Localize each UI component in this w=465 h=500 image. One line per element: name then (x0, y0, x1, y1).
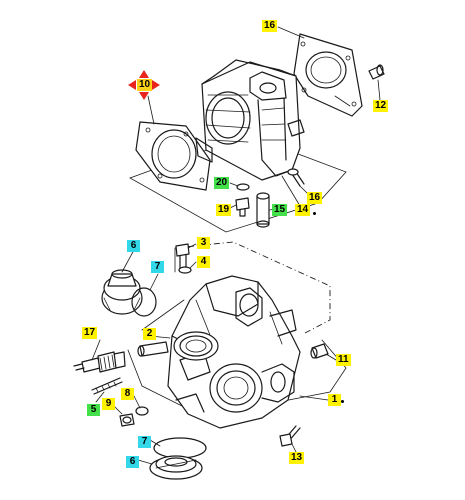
callout-16-head-gasket[interactable]: 16 (262, 20, 278, 32)
callout-16-stud-bolt[interactable]: 16 (307, 192, 323, 204)
callout-8-washer[interactable]: 8 (121, 388, 134, 400)
callout-19-bolt[interactable]: 19 (216, 204, 232, 216)
callout-1-crankcase[interactable]: 1 (328, 394, 341, 406)
piston-2 (173, 331, 219, 361)
pin-2 (137, 341, 169, 357)
callout-20-washer[interactable]: 20 (214, 177, 230, 189)
leader-lines-lower (91, 243, 337, 465)
bolt-3 (175, 243, 190, 269)
callout-6-oil-cap[interactable]: 6 (127, 240, 140, 252)
stud-bolt-16 (287, 168, 305, 187)
selection-marker-icon (128, 70, 160, 100)
sleeve-15 (256, 192, 270, 228)
callout-7-o-ring-bottom[interactable]: 7 (138, 436, 151, 448)
o-ring-7-bottom (153, 437, 207, 459)
callout-5-stud[interactable]: 5 (87, 404, 100, 416)
stud-5 (91, 377, 123, 395)
crankcase-body (167, 275, 301, 429)
callout-7-o-ring[interactable]: 7 (151, 261, 164, 273)
drain-cover-6 (149, 455, 203, 480)
cap-11 (310, 343, 329, 359)
callout-2-pin[interactable]: 2 (143, 328, 156, 340)
callout-17-spark-plug[interactable]: 17 (82, 327, 98, 339)
washer-20 (236, 183, 250, 191)
callout-3-bolt[interactable]: 3 (197, 237, 210, 249)
washer-4 (178, 266, 192, 274)
cylinder-body (201, 59, 305, 181)
callout-15-sleeve[interactable]: 15 (272, 204, 288, 216)
lower-assembly-boundary (174, 241, 331, 334)
reference-dot-lower (341, 400, 344, 403)
reference-dot-upper (313, 212, 316, 215)
callout-4-washer[interactable]: 4 (197, 256, 210, 268)
callout-14-dowel[interactable]: 14 (295, 204, 311, 216)
callout-9-nut[interactable]: 9 (102, 398, 115, 410)
callout-10-base-gasket[interactable]: 10 (137, 79, 153, 91)
nut-9 (119, 413, 135, 427)
callout-12-dowel-pin[interactable]: 12 (373, 100, 389, 112)
callout-6-drain-cover[interactable]: 6 (126, 456, 139, 468)
head-gasket-16 (293, 33, 363, 117)
callout-11-cap[interactable]: 11 (336, 354, 351, 366)
o-ring-7 (131, 287, 157, 317)
dowel-pin-12 (368, 64, 385, 80)
bolt-19 (235, 197, 250, 217)
base-gasket-10 (135, 121, 213, 191)
washer-8 (135, 406, 149, 416)
spark-plug-17 (73, 351, 126, 373)
callout-13-bolt[interactable]: 13 (289, 452, 305, 464)
bolt-13 (279, 425, 301, 447)
